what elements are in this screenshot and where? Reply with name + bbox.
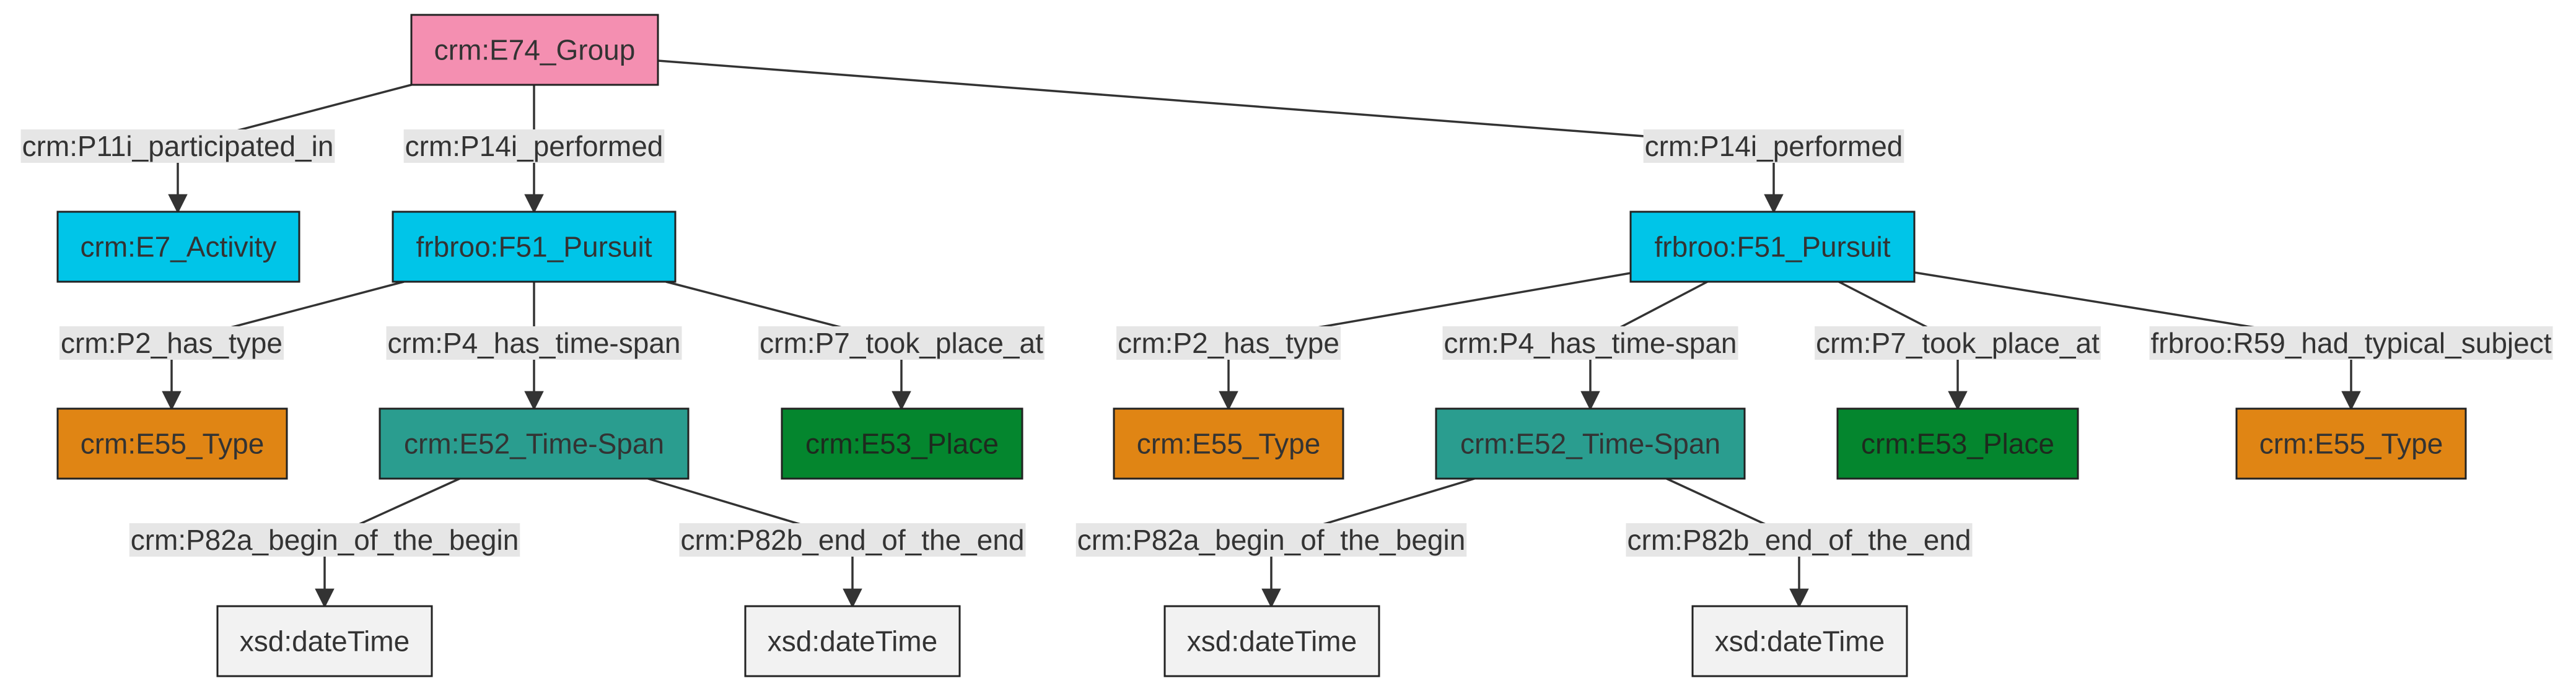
node-place: crm:E53_Place	[1836, 407, 2079, 480]
node-label: xsd:dateTime	[1187, 625, 1357, 658]
node-box	[1836, 407, 2079, 480]
edge-label-text: frbroo:R59_had_typical_subject	[2151, 327, 2552, 359]
node-type: crm:E55_Type	[1113, 407, 1344, 480]
node-label: xsd:dateTime	[768, 625, 937, 658]
edge-label: crm:P82a_begin_of_the_begin	[1076, 523, 1467, 557]
node-box	[56, 211, 300, 283]
node-box	[379, 407, 690, 480]
node-box	[1113, 407, 1344, 480]
node-timespan: crm:E52_Time-Span	[1435, 407, 1746, 480]
edge-label: crm:P11i_participated_in	[20, 129, 335, 163]
edge-label: crm:P4_has_time-span	[386, 326, 682, 360]
edge-label-text: crm:P7_took_place_at	[760, 327, 1043, 359]
node-box	[410, 14, 659, 86]
edge-label: crm:P14i_performed	[403, 129, 665, 163]
node-box	[1435, 407, 1746, 480]
edge-labels-layer: crm:P11i_participated_in crm:P14i_perform…	[20, 129, 2553, 557]
edge-label-background	[20, 129, 335, 163]
edge-label: crm:P7_took_place_at	[1815, 326, 2101, 360]
edge-label-background	[403, 129, 665, 163]
node-type: crm:E55_Type	[2235, 407, 2467, 480]
edge-label-text: crm:P7_took_place_at	[1816, 327, 2100, 359]
node-type: crm:E55_Type	[56, 407, 288, 480]
node-label: crm:E7_Activity	[81, 231, 277, 263]
edge-label-background	[1116, 326, 1341, 360]
edge-label-text: crm:P82b_end_of_the_end	[681, 524, 1025, 556]
edge-label: crm:P4_has_time-span	[1442, 326, 1738, 360]
edge-label-background	[59, 326, 284, 360]
node-datatype: xsd:dateTime	[1163, 605, 1380, 677]
node-datatype: xsd:dateTime	[1691, 605, 1908, 677]
node-datatype: xsd:dateTime	[744, 605, 961, 677]
node-timespan: crm:E52_Time-Span	[379, 407, 690, 480]
edge-label-text: crm:P82a_begin_of_the_begin	[131, 524, 519, 556]
node-label: crm:E52_Time-Span	[404, 428, 664, 460]
edge-label: crm:P82b_end_of_the_end	[1626, 523, 1973, 557]
node-place: crm:E53_Place	[781, 407, 1023, 480]
edge-label-background	[758, 326, 1045, 360]
node-box	[1691, 605, 1908, 677]
node-box	[744, 605, 961, 677]
node-box	[216, 605, 433, 677]
edge-label-text: crm:P2_has_type	[61, 327, 283, 359]
node-label: frbroo:F51_Pursuit	[416, 231, 652, 263]
edge-label-background	[1643, 129, 1904, 163]
node-label: crm:E53_Place	[1861, 428, 2054, 460]
node-box	[392, 211, 677, 283]
edge-label-background	[1442, 326, 1738, 360]
node-label: frbroo:F51_Pursuit	[1655, 231, 1891, 263]
edge-label-text: crm:P4_has_time-span	[1444, 327, 1737, 359]
edge-label-background	[1076, 523, 1467, 557]
edge-label-text: crm:P82a_begin_of_the_begin	[1077, 524, 1466, 556]
edge-label: crm:P2_has_type	[1116, 326, 1341, 360]
edge-label-text: crm:P2_has_type	[1118, 327, 1339, 359]
edge-label-text: crm:P14i_performed	[405, 130, 664, 162]
node-box	[1629, 211, 1916, 283]
node-label: crm:E52_Time-Span	[1460, 428, 1720, 460]
edge-label: frbroo:R59_had_typical_subject	[2149, 326, 2553, 360]
node-pursuit: frbroo:F51_Pursuit	[1629, 211, 1916, 283]
edge-arrow	[657, 59, 1784, 214]
edge-label: crm:P82b_end_of_the_end	[679, 523, 1026, 557]
node-label: crm:E74_Group	[434, 34, 636, 66]
node-label: crm:E55_Type	[1137, 428, 1321, 460]
node-box	[56, 407, 288, 480]
node-label: crm:E55_Type	[81, 428, 265, 460]
edge-label: crm:P14i_performed	[1643, 129, 1904, 163]
edge-label: crm:P82a_begin_of_the_begin	[129, 523, 520, 557]
edge-label-background	[2149, 326, 2553, 360]
edge-label: crm:P7_took_place_at	[758, 326, 1045, 360]
node-box	[781, 407, 1023, 480]
node-label: xsd:dateTime	[1715, 625, 1885, 658]
nodes-layer: crm:E74_Group crm:E7_Activity frbroo:F51_P…	[56, 14, 2467, 677]
edge-label-background	[1815, 326, 2101, 360]
edge-label-text: crm:P14i_performed	[1645, 130, 1903, 162]
node-pursuit: crm:E7_Activity	[56, 211, 300, 283]
node-datatype: xsd:dateTime	[216, 605, 433, 677]
edge-label-background	[386, 326, 682, 360]
node-label: xsd:dateTime	[240, 625, 410, 658]
node-group: crm:E74_Group	[410, 14, 659, 86]
edge-label-text: crm:P4_has_time-span	[388, 327, 681, 359]
node-label: crm:E55_Type	[2259, 428, 2443, 460]
node-label: crm:E53_Place	[805, 428, 999, 460]
node-box	[2235, 407, 2467, 480]
node-box	[1163, 605, 1380, 677]
edge-label-background	[129, 523, 520, 557]
edge-label-text: crm:P11i_participated_in	[22, 130, 334, 162]
edge-label-background	[679, 523, 1026, 557]
edge-label-background	[1626, 523, 1973, 557]
node-pursuit: frbroo:F51_Pursuit	[392, 211, 677, 283]
edge-label-text: crm:P82b_end_of_the_end	[1628, 524, 1971, 556]
edge-label: crm:P2_has_type	[59, 326, 284, 360]
